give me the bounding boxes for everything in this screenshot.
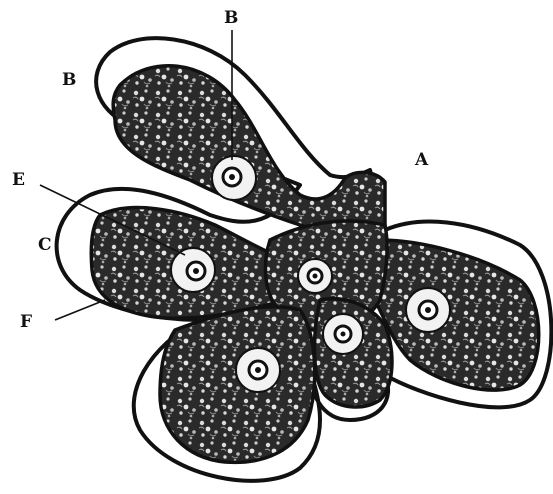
label-b-top: B [224, 8, 238, 28]
nucleus-upper [212, 156, 256, 200]
nucleus-lower-left [236, 348, 280, 392]
label-c: C [38, 235, 52, 255]
nucleus-lower-center [323, 314, 363, 354]
label-e: E [12, 170, 25, 190]
nucleus-right [406, 288, 450, 332]
nucleus-left [171, 248, 215, 292]
label-a: A [414, 150, 429, 170]
label-f: F [20, 312, 32, 332]
leader-f [55, 300, 105, 320]
nucleus-center [298, 259, 332, 293]
label-b-left: B [62, 70, 76, 90]
lower-left-lobe [160, 307, 315, 463]
